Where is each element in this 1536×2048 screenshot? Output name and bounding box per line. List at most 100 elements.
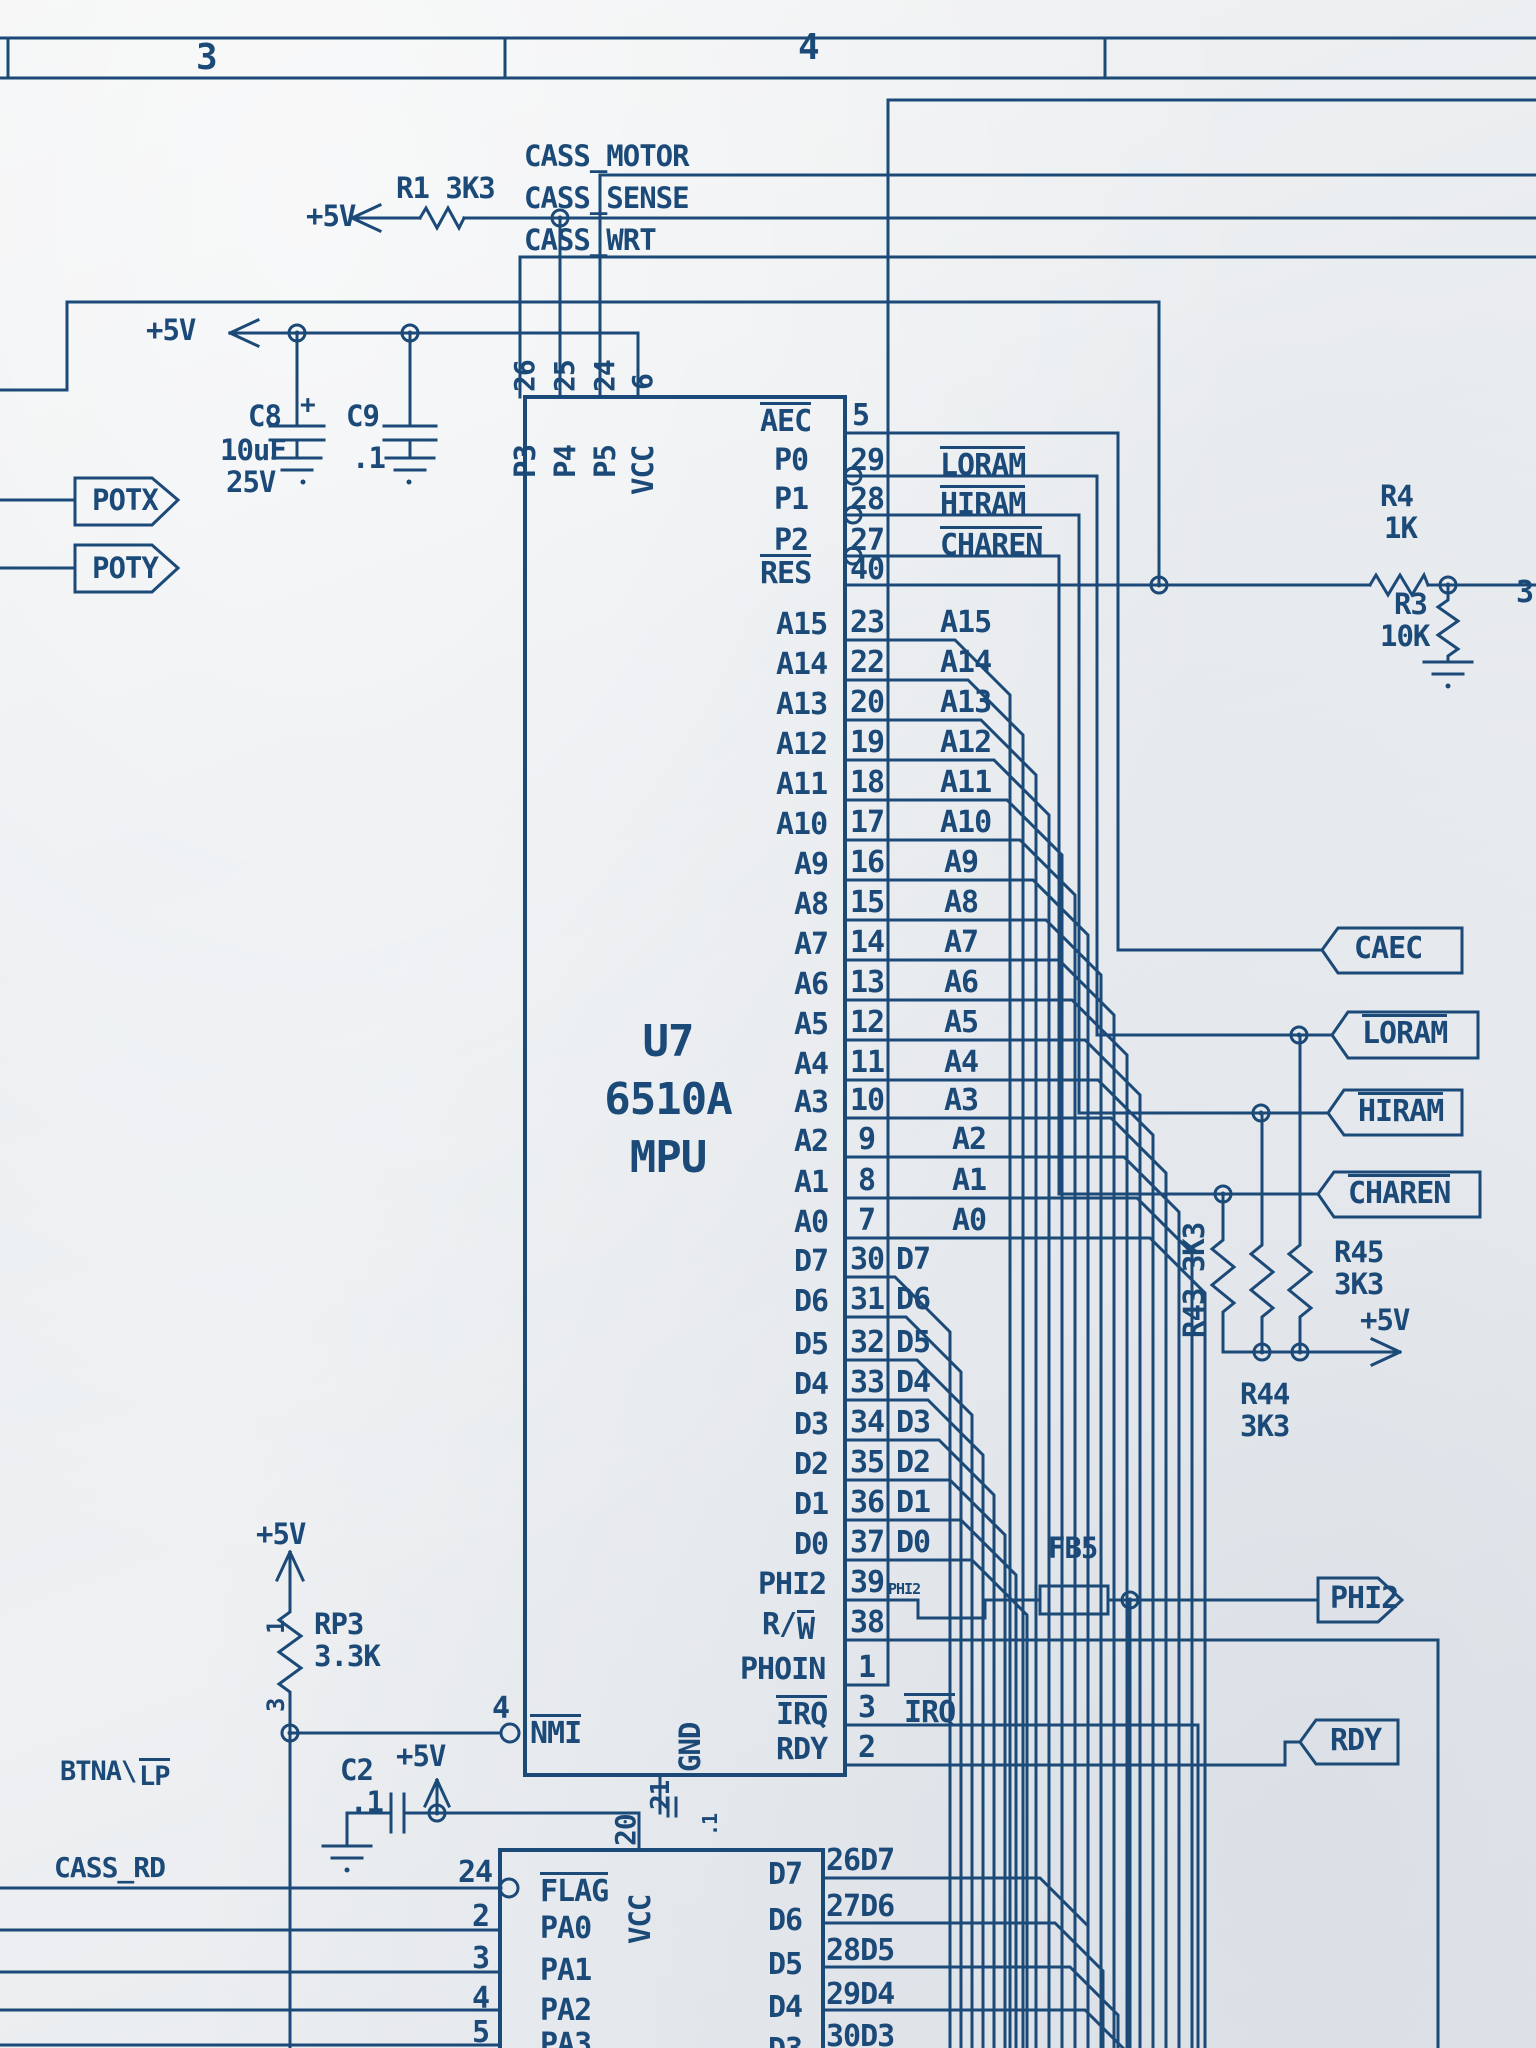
u7-p2: P2 [774,523,809,558]
u7-num5: 5 [852,398,870,433]
net-d5: D5 [896,1325,931,1360]
u7-a10: A10 [776,807,828,842]
ref-c9: C9 [346,399,380,433]
u7-rw-w: W [797,1610,815,1647]
u7-num30: 30 [850,1242,885,1277]
u7-gnd-cap-val: .1 [698,1813,722,1836]
flag-poty-label: POTY [92,551,159,585]
net-a12: A12 [940,725,992,760]
junction-centers [287,215,1451,1873]
u7-p3: P3 [508,445,542,478]
net-a13: A13 [940,685,992,720]
u1-pa3: PA3 [540,2027,592,2048]
u7-pin26: 26 [508,360,541,392]
u1-d6: D6 [768,1903,803,1938]
offpage-3: 3 [1516,575,1534,610]
u7-pin24: 24 [588,360,621,392]
resistor-rp3 [276,1554,304,2048]
inversion-bubbles [498,1722,521,1899]
ground-c9 [384,456,436,472]
u7-num36: 36 [850,1485,885,1520]
flag-rdy [1298,1718,1400,1766]
u1-pa1: PA1 [540,1953,592,1988]
u7-aec: AEC [760,402,812,439]
u7-num32: 32 [850,1325,885,1360]
wire-a15 [843,638,1012,2048]
u1-wire-d6 [821,1921,1105,2048]
capacitor-c9 [382,331,438,460]
net-cass-motor: CASS_MOTOR [524,139,690,173]
border-lines [0,36,1536,80]
u7-num40: 40 [850,552,885,587]
wire-a12 [843,758,1051,2048]
rp3-pin1: 1 [262,1620,290,1634]
u7-num12: 12 [850,1005,885,1040]
wire-phoin [843,98,1536,1687]
net-d2: D2 [896,1445,931,1480]
u1-wire-d5 [821,1965,1120,2048]
u7-a13: A13 [776,687,828,722]
u7-num22: 22 [850,645,885,680]
wire-a4 [843,1078,1155,2048]
resistor-r44 [1248,1111,1276,1354]
resistor-r43 [1209,1192,1237,1354]
u7-a5: A5 [794,1007,829,1042]
net-a6: A6 [944,965,979,1000]
wire-d1 [843,1518,1018,2048]
wire-a2 [843,1155,1181,2048]
wire-rdy [843,1740,1302,1767]
u1-d5: D5 [768,1947,803,1982]
u1-d4: D4 [768,1990,803,2025]
net-5v-r1: +5V [306,199,356,233]
wire-aec-caec [843,431,1324,952]
flag-potx [73,476,181,527]
u7-a0: A0 [794,1205,829,1240]
u7-d7: D7 [794,1244,829,1279]
ref-r4: R4 [1380,479,1414,513]
u7-top-pin-stubs [518,173,640,399]
u7-body [523,395,847,1777]
u7-num10: 10 [850,1083,885,1118]
net-a2: A2 [952,1122,987,1157]
u1-net26d7: 26D7 [826,1843,895,1878]
u7-num14: 14 [850,925,885,960]
net-d0: D0 [896,1525,931,1560]
u1-body [498,1848,825,2048]
arrow-5v-main [228,318,260,348]
val-c9: .1 [352,441,386,475]
net-a15: A15 [940,605,992,640]
net-a9: A9 [944,845,979,880]
u7-a8: A8 [794,887,829,922]
u7-phi2: PHI2 [758,1567,827,1602]
flag-btnalp-lp: LP [139,1758,171,1790]
u7-num7: 7 [858,1203,876,1238]
u7-p1: P1 [774,482,809,517]
net-5v-main: +5V [146,313,196,347]
u1-num3: 3 [472,1941,490,1976]
flag-btnalp-label: BTNA\ [60,1756,137,1787]
arrow-5v-rp3 [275,1550,305,1582]
wire-d3 [843,1438,996,2048]
flag-charen [1316,1170,1482,1219]
u7-a1: A1 [794,1165,829,1200]
rating-c8: 25V [226,465,276,499]
flag-loram-label: LORAM [1362,1014,1448,1051]
u7-num27: 27 [850,523,885,558]
u1-d3: D3 [768,2035,803,2048]
net-cass-wrt: CASS_WRT [524,223,657,257]
u7-num35: 35 [850,1445,885,1480]
ref-r1: R1 3K3 [396,171,496,205]
border-zone-4: 4 [798,27,820,68]
flag-rdy-label: RDY [1330,1723,1382,1758]
ref-r3: R3 [1394,587,1428,621]
ground-c8 [271,456,323,472]
wire-reset-left [0,300,1161,587]
u7-num20: 20 [850,685,885,720]
wire-a7 [843,958,1116,2048]
val-r4: 1K [1384,511,1418,545]
u7-a9: A9 [794,847,829,882]
u7-gnd: GND [673,1722,707,1772]
arrow-5v-c2 [423,1778,451,1815]
